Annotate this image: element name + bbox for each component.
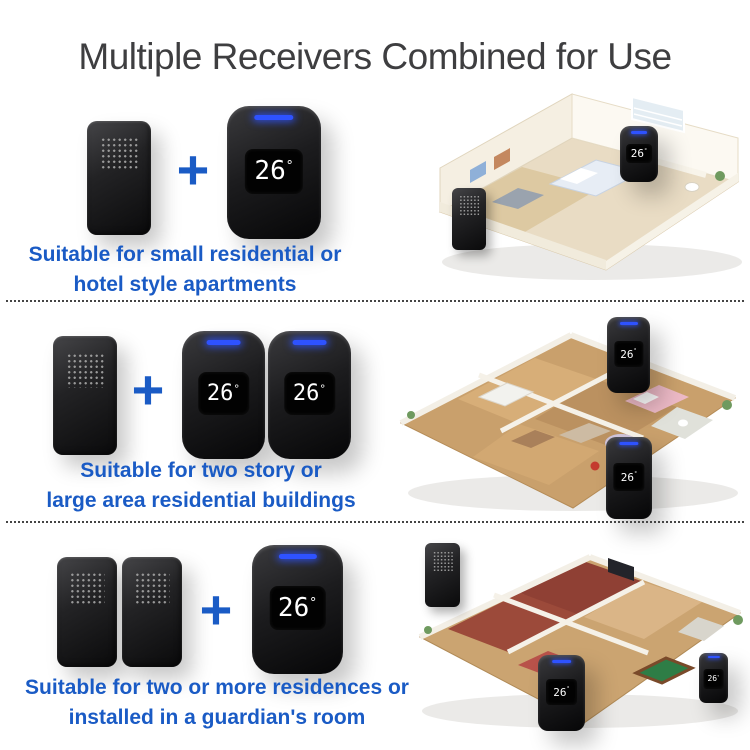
temperature-display: 26 ° — [545, 679, 578, 706]
temp-unit: ° — [633, 471, 638, 478]
caption-small-residential: Suitable for small residential or hotel … — [12, 240, 358, 301]
temp-unit: ° — [309, 595, 318, 611]
temp-value: 26 — [254, 156, 286, 187]
temp-unit: ° — [566, 686, 570, 693]
fp2-bed-pink — [625, 385, 689, 413]
fp2-plants — [407, 400, 732, 419]
fp2-robot-vacuum — [590, 461, 600, 471]
receiver-device: 26 ° — [182, 331, 265, 459]
transmitter-device — [57, 557, 117, 667]
receiver-on-floorplan: 26 ° — [620, 126, 658, 182]
fp3-pool-table — [632, 656, 696, 685]
temperature-display: 26 ° — [197, 371, 250, 416]
fp3-plants — [424, 615, 743, 634]
temp-unit: ° — [643, 147, 648, 154]
speaker-dots — [459, 195, 479, 217]
temperature-display: 26 ° — [626, 143, 652, 163]
temperature-display: 26 ° — [244, 148, 304, 194]
floorplan-small-apartment: 26 ° — [400, 90, 748, 290]
temp-unit: ° — [717, 674, 720, 680]
temp-value: 26 — [620, 347, 634, 361]
transmitter-on-floorplan — [452, 188, 486, 250]
speaker-dots — [100, 136, 138, 172]
caption-two-story: Suitable for two story or large area res… — [28, 456, 374, 517]
temp-value: 26 — [206, 380, 234, 406]
temperature-display: 26 ° — [703, 669, 724, 689]
caption-line: large area residential buildings — [46, 489, 356, 513]
led-indicator — [619, 322, 638, 325]
led-indicator — [631, 131, 647, 134]
page-title: Multiple Receivers Combined for Use — [78, 36, 672, 77]
transmitter-device — [122, 557, 182, 667]
led-indicator — [278, 554, 317, 559]
led-indicator — [551, 660, 572, 663]
fp2-bathroom — [651, 407, 713, 439]
led-indicator — [206, 340, 241, 345]
speaker-dots — [66, 352, 104, 389]
temperature-display: 26 ° — [269, 586, 326, 631]
receiver-on-floorplan: 26 ° — [538, 655, 585, 731]
transmitter-device — [87, 121, 151, 235]
floorplan-large-residence: 26 ° 26 ° — [383, 303, 748, 521]
plus-sign: + — [199, 578, 233, 641]
plus-sign: + — [131, 358, 165, 421]
caption-line: hotel style apartments — [73, 273, 297, 297]
temperature-display: 26 ° — [613, 463, 645, 492]
temp-unit: ° — [319, 382, 327, 396]
fp2-bed-white — [477, 382, 535, 407]
caption-line: Suitable for two or more residences or — [25, 676, 409, 699]
dotted-divider — [6, 300, 744, 302]
temp-value: 26 — [277, 593, 310, 624]
fp3-bathroom — [678, 617, 724, 641]
floorplan-guardian-residence: 26 ° 26 ° — [398, 525, 748, 735]
temp-value: 26 — [707, 674, 718, 683]
caption-line: Suitable for small residential or — [28, 243, 342, 266]
speaker-dots — [134, 572, 170, 606]
fp2-sofa — [559, 423, 611, 443]
receiver-on-floorplan: 26 ° — [699, 653, 728, 703]
fp3-tv — [608, 558, 634, 581]
fp1-bathroom — [684, 171, 725, 192]
caption-line: installed in a guardian's room — [68, 706, 366, 730]
caption-line: Suitable for two story or — [80, 459, 322, 482]
plus-sign: + — [176, 138, 210, 201]
floorplan-1-graphic — [438, 93, 742, 280]
temp-value: 26 — [553, 685, 567, 699]
led-indicator — [254, 115, 294, 120]
fp3-floor — [418, 556, 742, 724]
fp1-wall-art — [470, 148, 510, 183]
transmitter-on-floorplan — [425, 543, 460, 607]
temp-unit: ° — [285, 158, 294, 174]
temp-unit: ° — [633, 348, 637, 355]
speaker-dots — [69, 572, 105, 606]
temp-value: 26 — [620, 470, 634, 484]
receiver-device: 26 ° — [227, 106, 321, 239]
receiver-device: 26 ° — [268, 331, 351, 459]
temp-value: 26 — [630, 146, 644, 160]
fp2-dining-table — [511, 430, 555, 448]
temperature-display: 26 ° — [283, 371, 336, 416]
temp-unit: ° — [233, 382, 241, 396]
temperature-display: 26 ° — [613, 341, 644, 368]
led-indicator — [292, 340, 327, 345]
speaker-dots — [432, 550, 453, 573]
fp1-window — [631, 95, 685, 134]
dotted-divider — [6, 521, 744, 523]
floorplan-2-graphic — [399, 332, 738, 511]
transmitter-device — [53, 336, 117, 455]
led-indicator — [707, 656, 720, 658]
fp1-sofa — [492, 188, 544, 209]
temp-value: 26 — [292, 380, 320, 406]
receiver-device: 26 ° — [252, 545, 343, 674]
led-indicator — [619, 442, 639, 445]
receiver-on-floorplan: 26 ° — [606, 437, 652, 519]
receiver-on-floorplan: 26 ° — [607, 317, 650, 393]
caption-multi-residence: Suitable for two or more residences or i… — [18, 673, 416, 734]
